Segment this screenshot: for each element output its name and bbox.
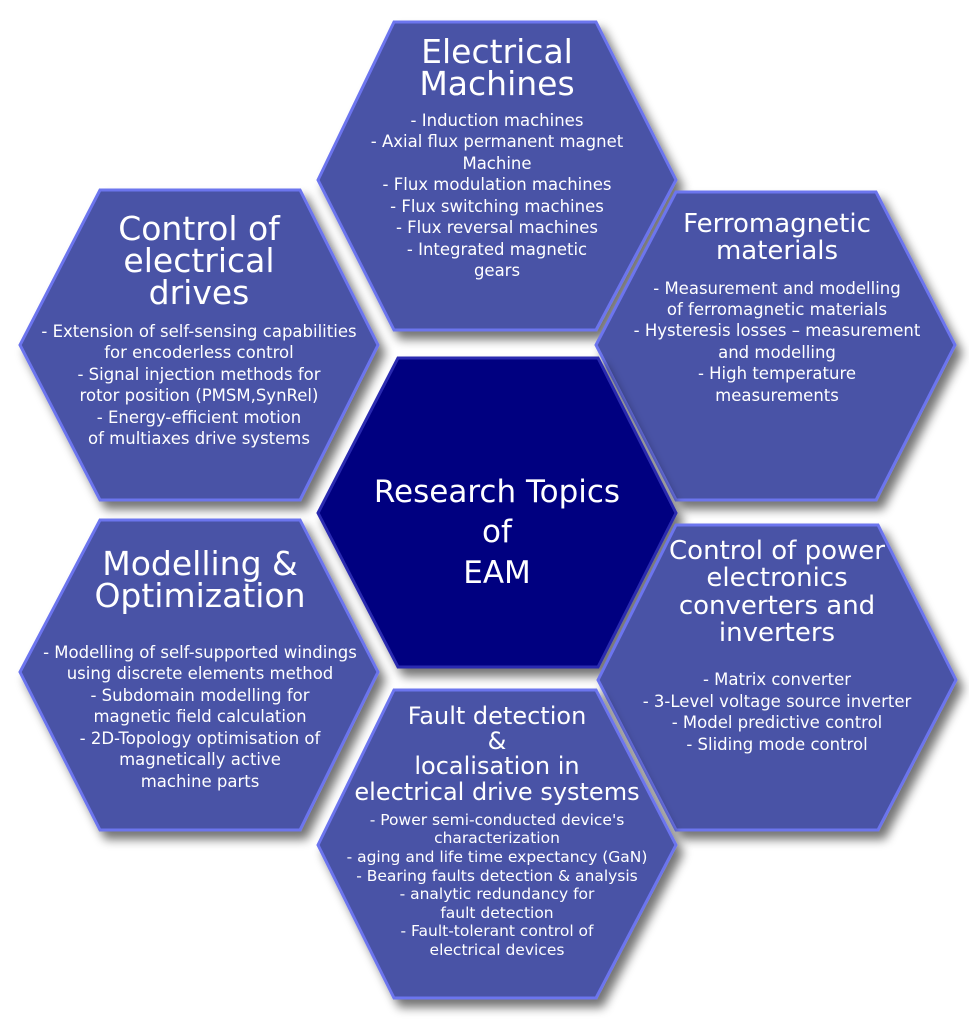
hex-modelling (18, 518, 380, 832)
topic-item: of ferromagnetic materials (666, 300, 888, 320)
topic-items: - Modelling of self-supported windings us… (43, 642, 357, 792)
topic-item: - Fault-tolerant control of (400, 922, 594, 941)
topic-item: for encoderless control (104, 343, 294, 363)
topic-item: - Model predictive control (671, 713, 883, 733)
topic-item: - Signal injection methods for (77, 364, 321, 384)
topic-title-line: electronics (706, 563, 848, 594)
topic-item: - Subdomain modelling for (90, 685, 310, 705)
topic-item: gears (473, 261, 521, 281)
topic-modelling: Modelling &Optimization - Modelling of se… (43, 544, 357, 792)
topic-title-line: Optimization (94, 576, 306, 615)
topic-item: and modelling (718, 342, 836, 362)
topic-item: - Extension of self-sensing capabilities (41, 322, 357, 341)
topic-title-line: drives (148, 273, 250, 312)
hex-fault-detection (316, 688, 678, 1000)
topic-items: - Extension of self-sensing capabilities… (41, 321, 356, 450)
center-title: Research Topics of EAM (374, 472, 620, 593)
topic-item: - Bearing faults detection & analysis (356, 866, 638, 885)
center-line: EAM (463, 554, 531, 591)
topic-title-line: Control of (118, 209, 280, 248)
topic-title-line: & (487, 727, 507, 756)
topic-title-line: Ferromagnetic (683, 209, 871, 239)
topic-item: electrical devices (429, 940, 565, 959)
topic-title-line: Modelling & (102, 544, 298, 583)
topic-item: - analytic redundancy for (399, 885, 595, 904)
topic-item: - Induction machines (410, 111, 584, 130)
topic-title-line: Fault detection (407, 702, 587, 730)
hex-power-electronics (596, 523, 958, 832)
topic-item: - Power semi-conducted device's (369, 810, 625, 829)
topic-item: - Axial flux permanent magnet (370, 132, 624, 152)
topic-item: - Sliding mode control (686, 734, 868, 754)
topic-item: machine parts (140, 771, 260, 791)
topic-item: - Matrix converter (702, 670, 852, 690)
hex-electrical-machines (316, 20, 678, 332)
topic-title-line: Electrical (421, 32, 573, 71)
topic-item: of multiaxes drive systems (88, 429, 310, 449)
hex-ferromagnetic (594, 190, 957, 502)
hex-control-drives (18, 188, 380, 502)
topic-title-line: Control of power (669, 536, 885, 566)
center-line: of (482, 514, 512, 551)
hex-center (316, 356, 678, 669)
topic-item: - High temperature (697, 364, 857, 384)
topic-item: characterization (434, 829, 560, 848)
topic-item: Machine (462, 153, 532, 173)
topic-title-line: materials (715, 236, 839, 267)
topic-item: - Energy-efficient motion (96, 407, 302, 427)
topic-item: - 2D-Topology optimisation of (79, 728, 321, 748)
topic-item: - aging and life time expectancy (GaN) (346, 847, 648, 866)
topic-item: magnetic field calculation (93, 707, 307, 727)
topic-title-line: electrical drive systems (354, 777, 640, 806)
topic-item: rotor position (PMSM,SynRel) (79, 386, 319, 406)
topic-title-line: localisation in (414, 752, 580, 781)
topic-item: - Hysteresis losses – measurement (633, 321, 921, 341)
topic-item: - Measurement and modelling (653, 278, 901, 298)
center-line: Research Topics (373, 474, 621, 510)
topic-item: measurements (715, 385, 839, 405)
topic-item: magnetically active (119, 750, 281, 770)
topic-items: - Induction machines - Axial flux permane… (371, 110, 623, 282)
topic-item: - Flux reversal machines (395, 218, 599, 238)
topic-item: - 3-Level voltage source inverter (642, 691, 912, 711)
topic-item: - Modelling of self-supported windings (43, 643, 357, 662)
topic-title-line: converters and (678, 590, 876, 621)
topic-item: - Flux modulation machines (382, 175, 612, 195)
topic-item: fault detection (440, 903, 554, 922)
topic-item: using discrete elements method (66, 664, 334, 684)
topic-item: - Integrated magnetic (406, 239, 588, 259)
topic-item: - Flux switching machines (390, 196, 604, 216)
topic-title-line: inverters (718, 617, 836, 648)
topic-title-line: electrical (123, 241, 275, 280)
topic-title-line: Machines (419, 64, 575, 103)
topic-items: - Matrix converter- 3-Level voltage sour… (643, 669, 912, 755)
